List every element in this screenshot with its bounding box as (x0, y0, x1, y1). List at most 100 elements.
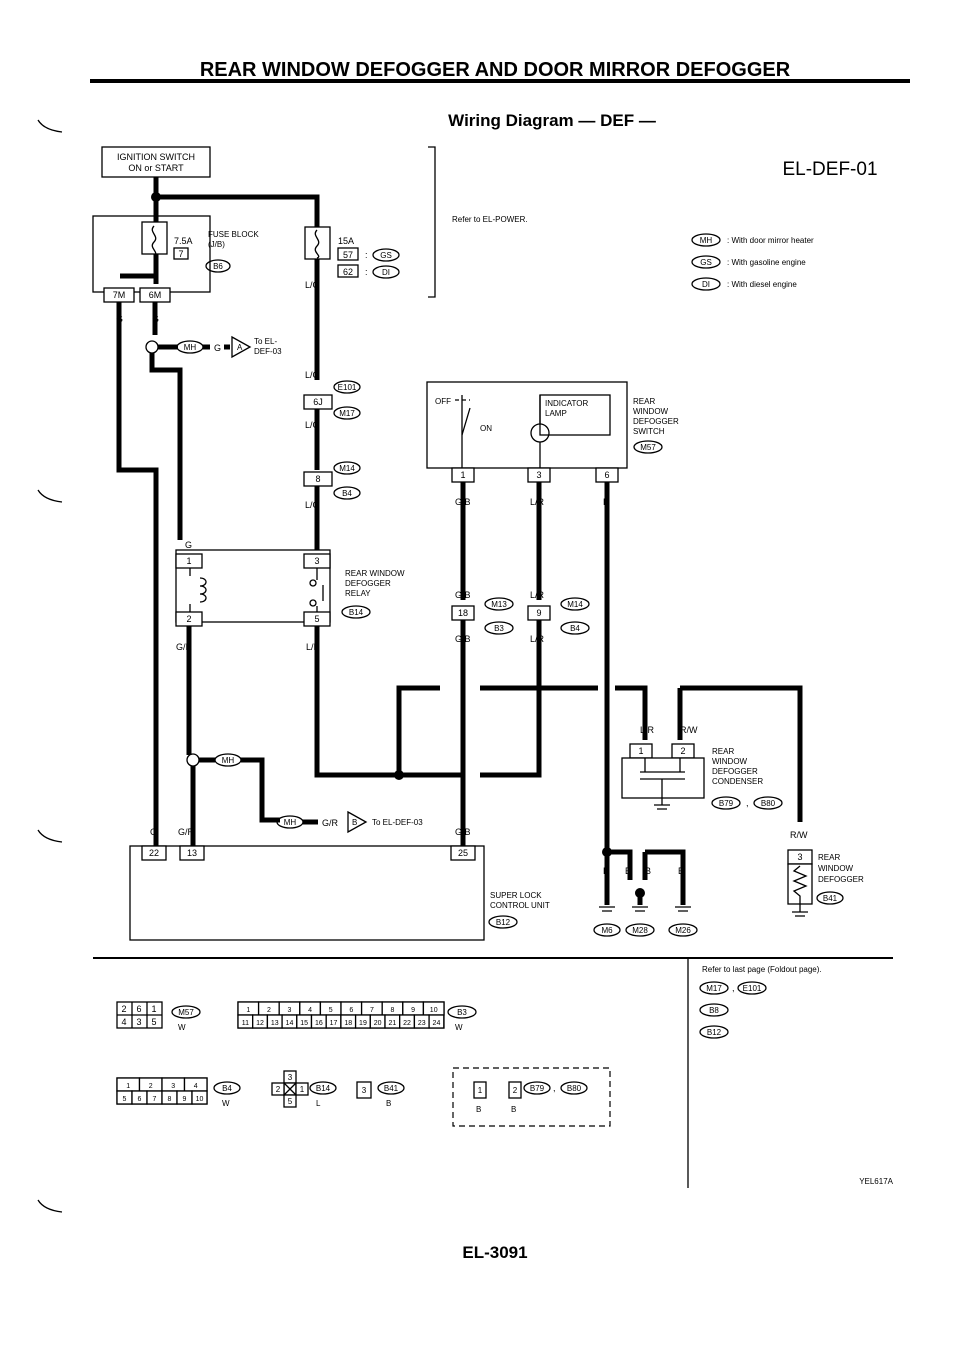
svg-text:3: 3 (362, 1086, 367, 1095)
sep1: : (365, 250, 368, 260)
connector-pin-label: 10 (430, 1007, 438, 1014)
to-def03-line1: To EL- (254, 337, 277, 346)
cu-name-1: SUPER LOCK (490, 891, 542, 900)
switch-name-2: WINDOW (633, 407, 669, 416)
svg-text:1: 1 (478, 1086, 483, 1095)
switch-name-3: DEFOGGER (633, 417, 679, 426)
tag-m14-a: M14 (339, 464, 355, 473)
svg-text:2: 2 (276, 1085, 281, 1094)
connector-pin-label: 20 (374, 1020, 382, 1027)
svg-text:B14: B14 (316, 1084, 331, 1093)
cu-pin-25: 25 (458, 848, 468, 858)
relay-pin-1: 1 (186, 556, 191, 566)
tag-m17: M17 (339, 409, 355, 418)
tag-m13: M13 (491, 600, 507, 609)
svg-text:5: 5 (288, 1097, 293, 1106)
wire-rw-cond: R/W (680, 725, 698, 735)
connector-pin-label: 14 (286, 1020, 294, 1027)
tag-b12: B12 (496, 918, 511, 927)
to-def03-line2: DEF-03 (254, 347, 282, 356)
comma-b79: , (746, 798, 749, 808)
cond-name-4: CONDENSER (712, 777, 763, 786)
wire-lg-1: L/G (305, 280, 320, 290)
wire-b-g2: B (625, 866, 631, 876)
connector-pin-label: 22 (403, 1020, 411, 1027)
connector-pin-label: 23 (418, 1020, 426, 1027)
connector-pin-label: 15 (300, 1020, 308, 1027)
cond-name-3: DEFOGGER (712, 767, 758, 776)
tag-b14: B14 (349, 608, 364, 617)
splice-open (145, 340, 159, 354)
mh-tag-top: MH (184, 343, 197, 352)
ignition-label-1: IGNITION SWITCH (117, 152, 195, 162)
cu-pin-22: 22 (149, 848, 159, 858)
pin-8: 8 (315, 474, 320, 484)
svg-text:2: 2 (513, 1086, 518, 1095)
connector-pin-label: 16 (315, 1020, 323, 1027)
connector-pin-label: 4 (308, 1007, 312, 1014)
fuse-block-label-2: (J/B) (208, 240, 225, 249)
svg-text:,: , (553, 1083, 556, 1093)
connector-pin-label: 3 (171, 1083, 175, 1090)
svg-text:B: B (511, 1105, 516, 1114)
def-name-2: WINDOW (818, 864, 854, 873)
wire-b-g4: B (678, 866, 684, 876)
svg-text:3: 3 (136, 1017, 141, 1027)
wire-gr-cu: G/R (178, 827, 195, 837)
connector-pin-label: 7 (153, 1096, 157, 1103)
legend-tag-di: DI (702, 280, 710, 289)
svg-text:1: 1 (300, 1085, 305, 1094)
wire-lg-2: L/G (305, 370, 320, 380)
connector-cavity (191, 1090, 208, 1105)
legend-tag-mh: MH (700, 236, 713, 245)
def-pin-3: 3 (797, 852, 802, 862)
fuse-15a-amp: 15A (338, 236, 354, 246)
connector-pin-label: 24 (433, 1020, 441, 1027)
connector-pin-label: 5 (329, 1007, 333, 1014)
relay-name-3: RELAY (345, 589, 371, 598)
connector-pin-label: 13 (271, 1020, 279, 1027)
relay-name-1: REAR WINDOW (345, 569, 405, 578)
svg-text:B79: B79 (530, 1084, 545, 1093)
tag-m14-b: M14 (567, 600, 583, 609)
connector-pin-label: 12 (256, 1020, 264, 1027)
connector-pin-label: 18 (344, 1020, 352, 1027)
tag-m28: M28 (632, 926, 648, 935)
fuse-amp-7-5a: 7.5A (174, 236, 193, 246)
connector-pin-label: 6 (138, 1096, 142, 1103)
connector-view-b79-b80: 1 B 2 B B79 , B80 (452, 1067, 611, 1127)
svg-text:W: W (455, 1023, 463, 1032)
svg-text:4: 4 (121, 1017, 126, 1027)
connector-pin-label: 21 (388, 1020, 396, 1027)
connector-pin-label: 10 (196, 1096, 204, 1103)
refer-comma: , (732, 983, 735, 993)
relay-pin-5: 5 (314, 614, 319, 624)
connector-pin-label: 8 (391, 1007, 395, 1014)
wire-b-g3: B (645, 866, 651, 876)
connector-pin-label: 9 (411, 1007, 415, 1014)
subtitle: Wiring Diagram — DEF — (448, 111, 656, 130)
wire-g-to-a: G (214, 343, 221, 353)
svg-text:B4: B4 (222, 1084, 232, 1093)
diagram-code: EL-DEF-01 (782, 159, 877, 180)
def-name-1: REAR (818, 853, 840, 862)
connector-view-b41: 3 B41 B (356, 1081, 405, 1108)
mh-tag-bottom: MH (284, 818, 297, 827)
refer-e101: E101 (743, 984, 762, 993)
margin-mark (37, 119, 63, 133)
tag-b4-b: B4 (570, 624, 580, 633)
tag-b80: B80 (761, 799, 776, 808)
tag-di: DI (382, 268, 390, 277)
relay-pin-2: 2 (186, 614, 191, 624)
page-number: EL-3091 (462, 1243, 527, 1262)
legend-text-mh: : With door mirror heater (727, 236, 814, 245)
connector-pin-label: 5 (123, 1096, 127, 1103)
wire-lg-4: L/G (305, 500, 320, 510)
fuse-no: 7 (178, 249, 183, 259)
arrow-a-label: A (237, 343, 243, 352)
tag-m6: M6 (601, 926, 613, 935)
cond-name-2: WINDOW (712, 757, 748, 766)
switch-name-1: REAR (633, 397, 655, 406)
wire-lr-relay: L/R (306, 642, 321, 652)
